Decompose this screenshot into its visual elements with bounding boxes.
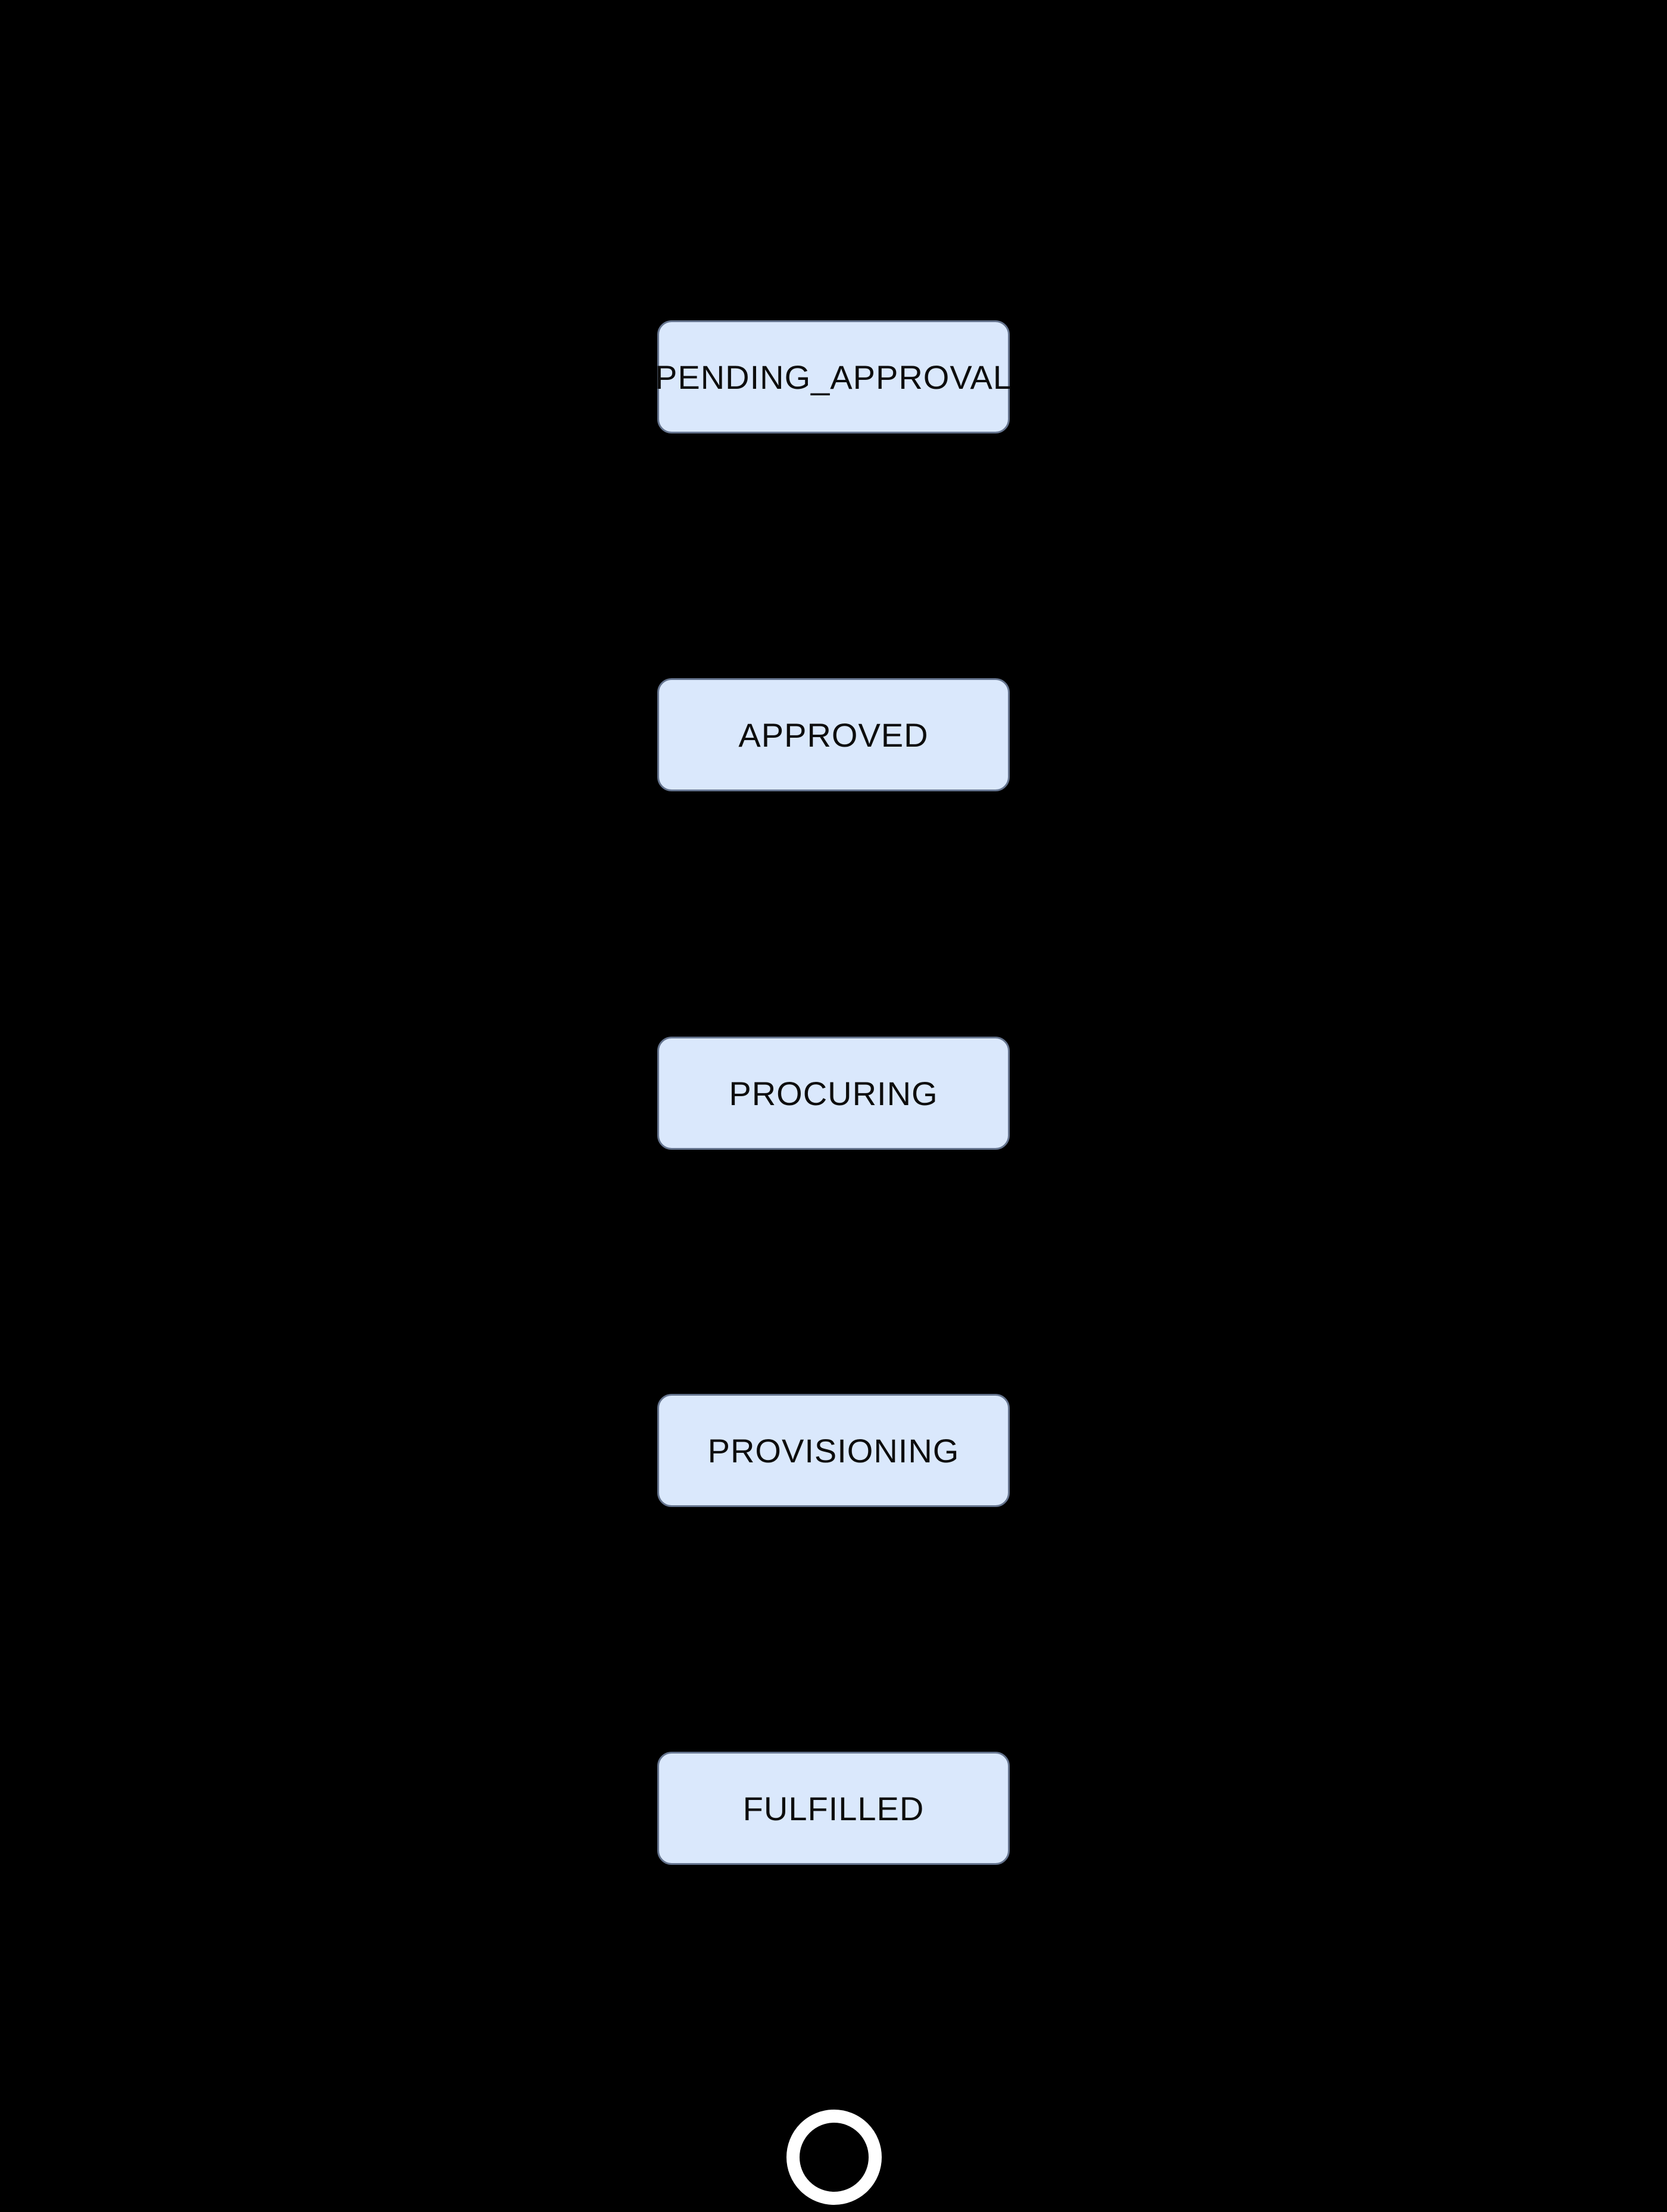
state-node-approved: APPROVED [657,678,1010,791]
state-node-procuring: PROCURING [657,1037,1010,1150]
state-label-procuring: PROCURING [729,1074,938,1112]
state-node-provisioning: PROVISIONING [657,1394,1010,1507]
state-node-fulfilled: FULFILLED [657,1752,1010,1865]
state-node-pending-approval: PENDING_APPROVAL [654,320,1013,433]
final-state-icon [786,2110,882,2205]
state-label-pending-approval: PENDING_APPROVAL [654,358,1013,396]
state-label-fulfilled: FULFILLED [742,1789,925,1827]
state-label-approved: APPROVED [738,716,929,754]
state-label-provisioning: PROVISIONING [707,1431,960,1470]
